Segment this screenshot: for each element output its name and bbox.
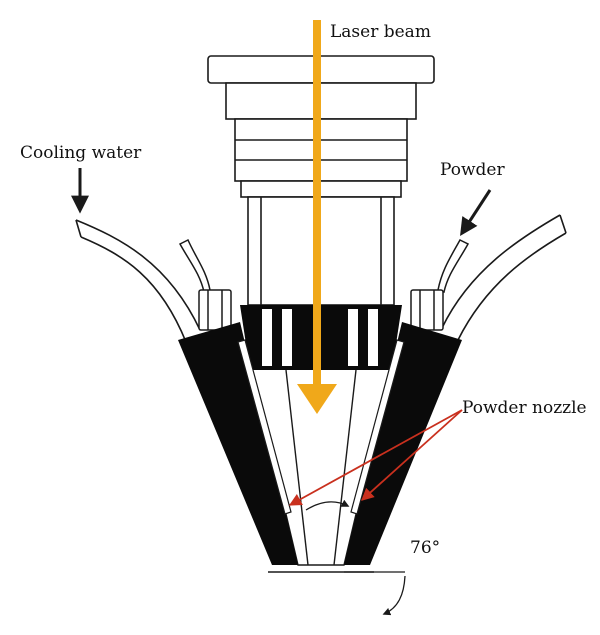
powder-fitting-right bbox=[410, 289, 444, 331]
laser-beam bbox=[297, 20, 337, 414]
powder-nozzle-left bbox=[178, 322, 298, 565]
powder-label: Powder bbox=[440, 160, 505, 180]
cooling-water-label: Cooling water bbox=[20, 143, 142, 163]
angle-indicator bbox=[305, 499, 406, 616]
powder-fitting-left bbox=[198, 289, 232, 331]
powder-channel-right bbox=[350, 339, 405, 515]
cooling-water-hoses bbox=[75, 214, 567, 343]
powder-nozzle-pointers bbox=[288, 409, 463, 506]
powder-arrow bbox=[460, 189, 492, 237]
powder-nozzle-label: Powder nozzle bbox=[462, 398, 587, 418]
powder-feed-tubes bbox=[178, 238, 470, 331]
angle-label: 76° bbox=[410, 538, 440, 558]
powder-channel-left bbox=[237, 339, 292, 515]
laser-beam-label: Laser beam bbox=[330, 22, 431, 42]
